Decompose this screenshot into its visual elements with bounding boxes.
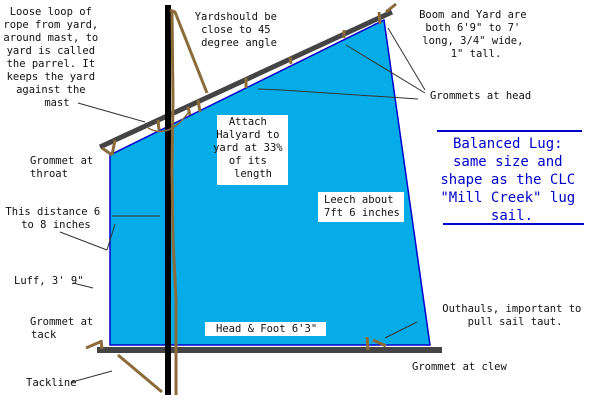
grommets-head-label: Grommets at head (430, 90, 531, 102)
head-foot-label-box (205, 322, 326, 336)
halyard-label: Attach Halyard to yard at 33% of its len… (213, 116, 289, 180)
distance-label: This distance 6 to 8 inches (5, 206, 106, 231)
yard-angle-label: Yardshould be close to 45 degree angle (195, 11, 284, 49)
mast (165, 5, 171, 395)
grommet-throat-label: Grommet at throat (30, 155, 100, 180)
leech-label: Leech about 7ft 6 inches (324, 194, 400, 219)
leader-lines (59, 27, 426, 383)
rigging-lines (85, 2, 397, 395)
balanced-lug-callout: Balanced Lug: same size and shape as the… (440, 136, 583, 224)
boom (97, 347, 442, 353)
grommet-tack-label: Grommet at tack (30, 316, 100, 341)
luff-label: Luff, 3' 9" (14, 275, 84, 287)
head-foot-label: Head & Foot 6'3" (216, 323, 317, 335)
halyard-label-box (217, 115, 288, 185)
grommet-clew-label: Grommet at clew (412, 361, 508, 373)
tackline-label: Tackline (26, 377, 77, 389)
spars-label: Boom and Yard are both 6'9" to 7' long, … (419, 9, 533, 60)
parrel-label: Loose loop of rope from yard, around mas… (3, 6, 104, 109)
outhauls-label: Outhauls, important to pull sail taut. (442, 303, 587, 328)
leech-label-box (318, 192, 404, 222)
